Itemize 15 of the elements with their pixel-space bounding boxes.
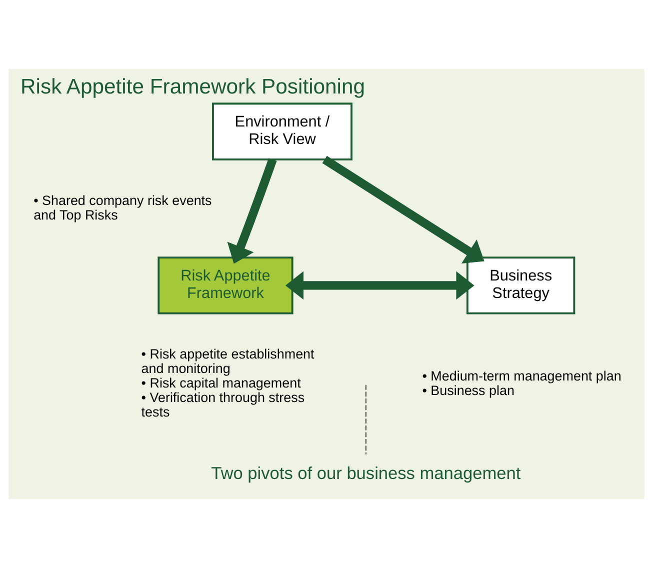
arrow <box>322 155 484 264</box>
node-label: • Medium-term management plan <box>422 368 622 383</box>
arrow <box>227 158 277 264</box>
diagram-title: Risk Appetite Framework Positioning <box>20 75 366 98</box>
node-label: • Shared company risk events and Top Risks <box>34 192 212 222</box>
node-label: • Verification through stress tests <box>141 390 305 419</box>
node-box: Business Strategy <box>466 256 576 314</box>
node-label: • Risk capital management <box>141 375 301 390</box>
node-label: • Risk appetite establishment and monitoring <box>141 346 314 376</box>
node-box: Environment / Risk View <box>212 102 352 160</box>
node-label: • Business plan <box>422 382 514 398</box>
connector <box>365 384 366 454</box>
node-box: Risk Appetite Framework <box>158 256 294 314</box>
arrow <box>285 270 474 300</box>
node-text: Two pivots of our business management <box>211 462 521 483</box>
